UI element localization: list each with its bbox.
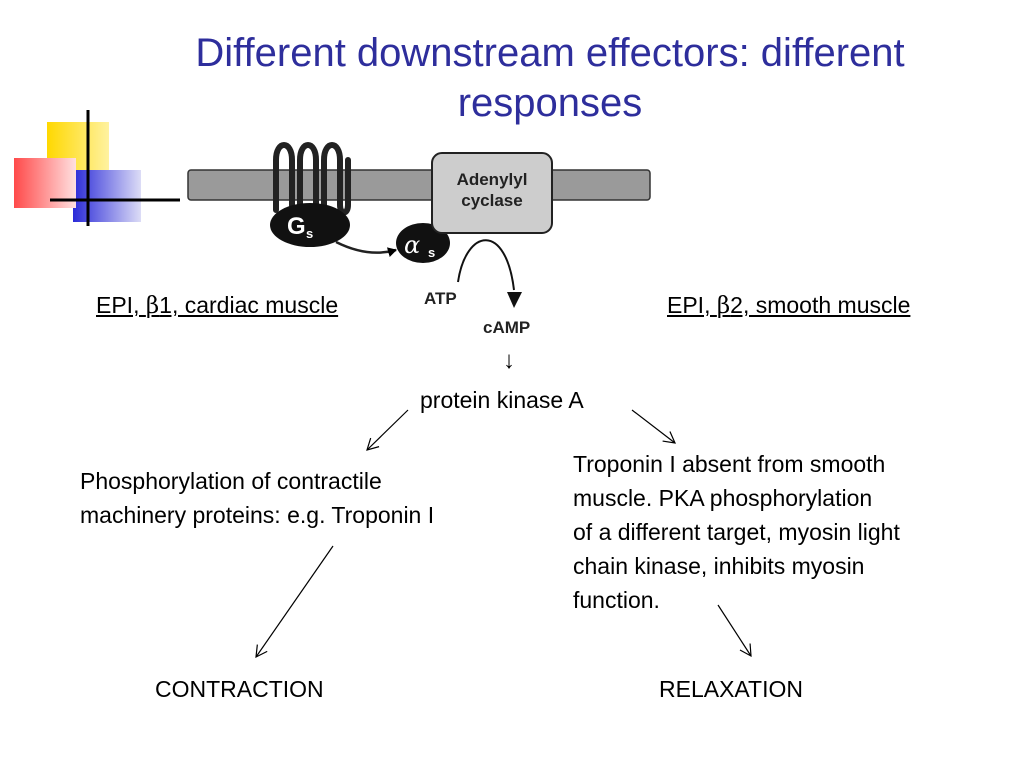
right-context-suffix: 2, smooth muscle [730,292,911,318]
down-arrow: ↓ [503,347,515,374]
enzyme-label-line-2: cyclase [461,191,522,210]
right-text-line-4: chain kinase, inhibits myosin [573,553,865,579]
arrow-pka-to-right [631,409,676,444]
camp-arrowhead [507,292,522,308]
title-line-2: responses [457,81,643,125]
protein-kinase-a-label: protein kinase A [420,387,584,413]
left-text-line-1: Phosphorylation of contractile [80,468,382,494]
left-context-label: EPI, β1, cardiac muscle [96,291,338,320]
right-context-label: EPI, β2, smooth muscle [667,291,910,320]
arrow-pka-to-left [366,409,409,451]
blue-square [73,170,141,222]
left-context-suffix: 1, cardiac muscle [159,292,339,318]
arrow-to-relaxation [717,604,752,658]
left-text-line-2: machinery proteins: e.g. Troponin I [80,502,435,528]
adenylyl-cyclase-box [431,152,553,234]
title-line-1: Different downstream effectors: differen… [195,31,905,75]
beta-symbol-left: β [145,293,160,319]
left-context-prefix: EPI, [96,292,146,318]
decorative-squares [14,110,180,226]
right-text-line-1: Troponin I absent from smooth [573,451,886,477]
slide-title: Different downstream effectors: differen… [110,28,990,128]
left-effect-text: Phosphorylation of contractile machinery… [80,464,540,532]
beta-symbol-right: β [716,293,731,319]
arrow-to-contraction [255,545,334,659]
atp-label: ATP [424,289,457,308]
gs-protein [270,203,350,247]
camp-label: cAMP [483,318,530,337]
atp-to-camp-arrow [457,239,515,291]
relaxation-label: RELAXATION [659,676,803,702]
right-effect-text: Troponin I absent from smooth muscle. PK… [573,447,1013,617]
right-text-line-2: muscle. PKA phosphorylation [573,485,873,511]
right-context-prefix: EPI, [667,292,717,318]
enzyme-label-line-1: Adenylyl [457,170,528,189]
alpha-s-subunit [396,223,450,263]
gs-to-alpha-arrow [335,240,397,258]
gs-subscript: s [306,226,313,241]
alpha-subscript: s [428,245,435,260]
right-text-line-5: function. [573,587,660,613]
right-text-line-3: of a different target, myosin light [573,519,900,545]
receptor-serpentine [273,142,351,216]
alpha-label: α [404,231,420,259]
gs-label: G [287,213,306,240]
contraction-label: CONTRACTION [155,676,324,702]
membrane-band [187,169,651,201]
